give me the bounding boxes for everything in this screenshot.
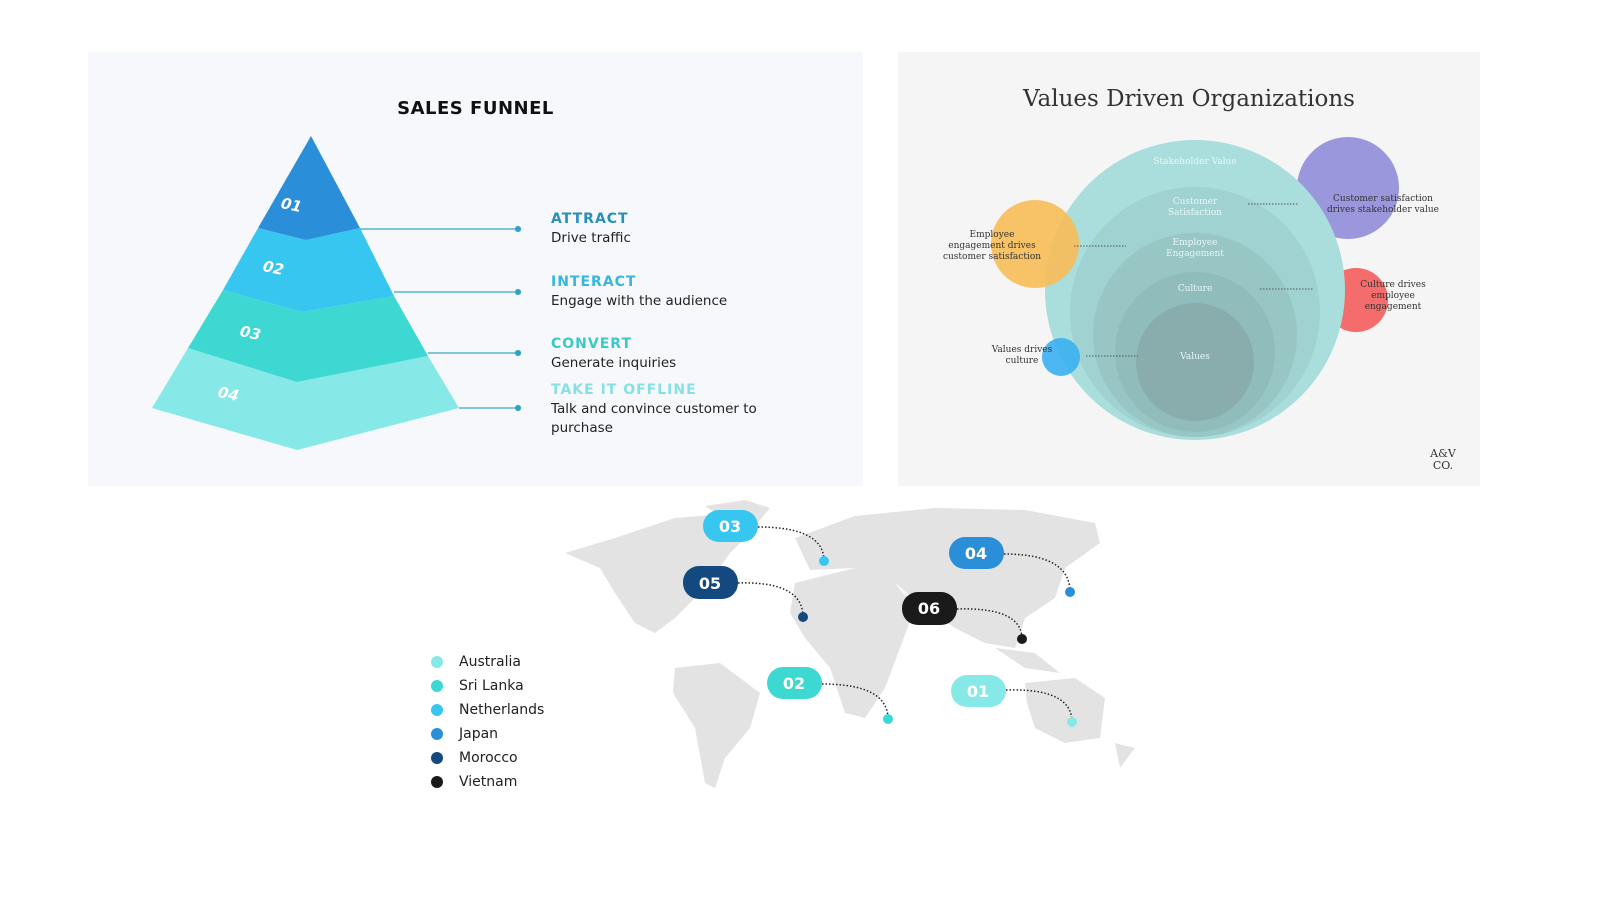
brand-logo: A&V CO. [1430, 447, 1456, 472]
funnel-level-3 [188, 290, 428, 382]
legend-item: Australia [430, 650, 544, 674]
values-diagram [991, 137, 1399, 440]
funnel-level-4 [152, 348, 459, 450]
callout: Customer satisfaction drives stakeholder… [1326, 194, 1439, 215]
ring-label: Values [1180, 352, 1210, 362]
ring-label: Employee Engagement [1166, 238, 1224, 259]
legend-item: Morocco [430, 746, 544, 770]
callout: Values drives culture [991, 345, 1053, 366]
ring-label: Customer Satisfaction [1167, 197, 1223, 218]
values-panel: Values Driven Organizations Stakeholder … [898, 52, 1480, 486]
world-map [565, 500, 1135, 788]
funnel-title: SALES FUNNEL [397, 98, 554, 119]
level-num: 02 [261, 257, 285, 279]
level-num: 04 [216, 383, 240, 405]
funnel-level-2 [223, 228, 394, 312]
level-num: 03 [238, 322, 262, 344]
funnel-pyramid: 01 02 03 04 [152, 136, 522, 450]
callout: Employee engagement drives customer sati… [942, 230, 1042, 262]
legend-item: Japan [430, 722, 544, 746]
callout: Culture drives employee engagement [1360, 280, 1426, 312]
ring-label: Culture [1177, 284, 1213, 294]
ring-label: Stakeholder Value [1153, 157, 1237, 167]
legend-item: Vietnam [430, 770, 544, 794]
map-legend: Australia Sri Lanka Netherlands Japan Mo… [430, 650, 544, 794]
legend-item: Sri Lanka [430, 674, 544, 698]
values-title: Values Driven Organizations [1023, 86, 1355, 112]
legend-item: Netherlands [430, 698, 544, 722]
level-num: 01 [279, 194, 303, 216]
funnel-level-1 [258, 136, 360, 240]
